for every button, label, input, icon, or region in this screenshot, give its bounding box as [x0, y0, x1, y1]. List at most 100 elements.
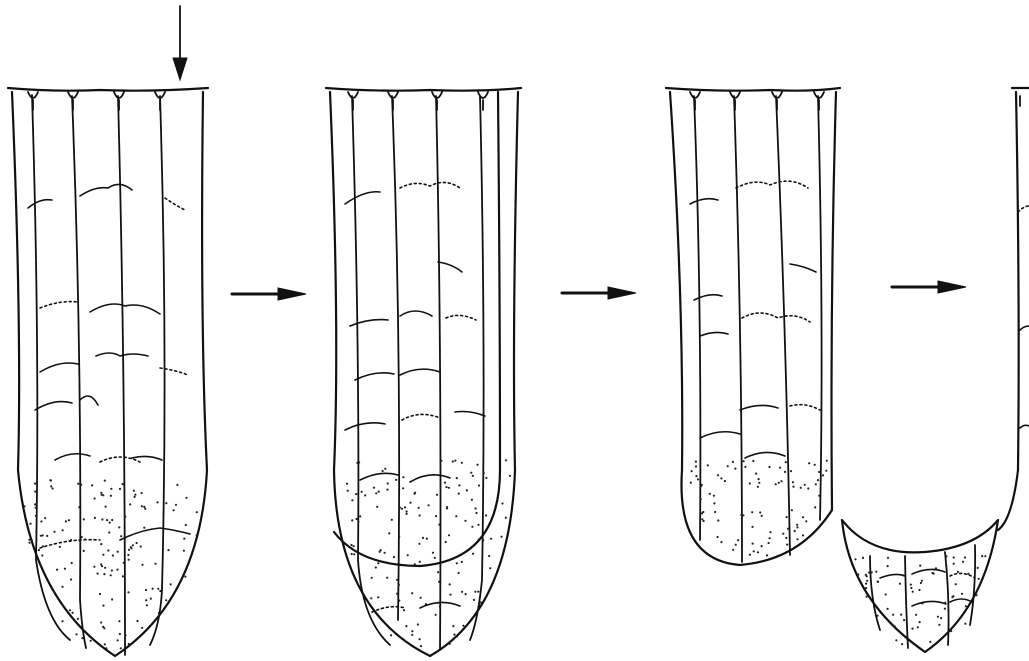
- stipple-dot: [420, 597, 422, 599]
- stipple-dot: [735, 544, 737, 546]
- stipple-dot: [123, 562, 125, 564]
- stipple-dot: [141, 505, 143, 507]
- stipple-dot: [432, 552, 434, 554]
- stipple-dot: [80, 484, 82, 486]
- stipple-dot: [346, 483, 348, 485]
- transition-arrow-3: [892, 281, 966, 293]
- stipple-dot: [176, 484, 178, 486]
- stage-3-septum: [776, 96, 790, 555]
- stipple-dot: [919, 565, 921, 567]
- stipple-dot: [456, 562, 458, 564]
- stipple-dot: [68, 519, 70, 521]
- stipple-dot: [132, 544, 134, 546]
- stipple-dot: [785, 461, 787, 463]
- stage-1-septum: [118, 96, 125, 655]
- stipple-dot: [384, 468, 386, 470]
- stipple-dot: [81, 536, 83, 538]
- stipple-dot: [787, 528, 789, 530]
- stipple-dot: [158, 612, 160, 614]
- stipple-dot: [802, 534, 804, 536]
- stipple-dot: [478, 484, 480, 486]
- stipple-dot: [796, 526, 798, 528]
- stipple-dot: [141, 627, 143, 629]
- stipple-dot: [127, 554, 129, 556]
- stipple-dot: [375, 492, 377, 494]
- stipple-dot: [56, 569, 58, 571]
- stipple-dot: [35, 507, 37, 509]
- stipple-dot: [448, 487, 450, 489]
- stipple-dot: [419, 514, 421, 516]
- stipple-dot: [97, 573, 99, 575]
- stipple-dot: [490, 538, 492, 540]
- stipple-dot: [382, 470, 384, 472]
- stipple-dot: [183, 538, 185, 540]
- stipple-dot: [500, 536, 502, 538]
- fragment-partitions: [880, 569, 975, 606]
- stipple-dot: [120, 535, 122, 537]
- stipple-dot: [449, 594, 451, 596]
- stipple-dot: [34, 483, 36, 485]
- stipple-dot: [483, 472, 485, 474]
- stipple-dot: [965, 605, 967, 607]
- stipple-dot: [100, 621, 102, 623]
- stipple-dot: [953, 563, 955, 565]
- stipple-dot: [94, 517, 96, 519]
- stage-1-pores: [28, 92, 165, 110]
- stipple-dot: [945, 555, 947, 557]
- stipple-dot: [935, 567, 937, 569]
- stipple-dot: [472, 553, 474, 555]
- stage-2-partitions: [345, 182, 485, 612]
- stipple-dot: [727, 465, 729, 467]
- stipple-dot: [749, 482, 751, 484]
- stipple-dot: [775, 483, 777, 485]
- stipple-dot: [105, 506, 107, 508]
- stipple-dot: [701, 484, 703, 486]
- stipple-dot: [170, 583, 172, 585]
- stipple-dot: [743, 460, 745, 462]
- stipple-dot: [124, 516, 126, 518]
- stipple-dot: [31, 539, 33, 541]
- stipple-dot: [105, 647, 107, 649]
- stipple-dot: [478, 604, 480, 606]
- stipple-dot: [815, 483, 817, 485]
- stipple-dot: [918, 589, 920, 591]
- stipple-dot: [371, 577, 373, 579]
- stipple-dot: [857, 573, 859, 575]
- stipple-dot: [474, 591, 476, 593]
- stipple-dot: [152, 588, 154, 590]
- stipple-dot: [981, 555, 983, 557]
- stipple-dot: [796, 538, 798, 540]
- stipple-dot: [183, 550, 185, 552]
- stipple-dot: [107, 549, 109, 551]
- stipple-dot: [709, 493, 711, 495]
- stipple-dot: [118, 526, 120, 528]
- stipple-dot: [716, 536, 718, 538]
- stipple-dot: [717, 474, 719, 476]
- stipple-dot: [99, 593, 101, 595]
- stipple-dot: [885, 593, 887, 595]
- stipple-dot: [814, 506, 816, 508]
- stage-3-septum: [694, 96, 700, 540]
- stipple-dot: [44, 517, 46, 519]
- stipple-dot: [454, 460, 456, 462]
- stipple-dot: [23, 505, 25, 507]
- stipple-dot: [950, 630, 952, 632]
- stipple-dot: [707, 464, 709, 466]
- stipple-dot: [766, 554, 768, 556]
- stipple-dot: [353, 553, 355, 555]
- stipple-dot: [403, 609, 405, 611]
- stage-2-septum: [436, 96, 441, 650]
- stipple-dot: [933, 569, 935, 571]
- stipple-dot: [752, 460, 754, 462]
- stipple-dot: [100, 492, 102, 494]
- stipple-dot: [29, 542, 31, 544]
- stipple-dot: [964, 556, 966, 558]
- stipple-dot: [35, 539, 37, 541]
- stipple-dot: [929, 641, 931, 643]
- stipple-dot: [145, 589, 147, 591]
- stipple-dot: [734, 468, 736, 470]
- stipple-dot: [411, 592, 413, 594]
- stipple-dot: [111, 519, 113, 521]
- stipple-dot: [921, 580, 923, 582]
